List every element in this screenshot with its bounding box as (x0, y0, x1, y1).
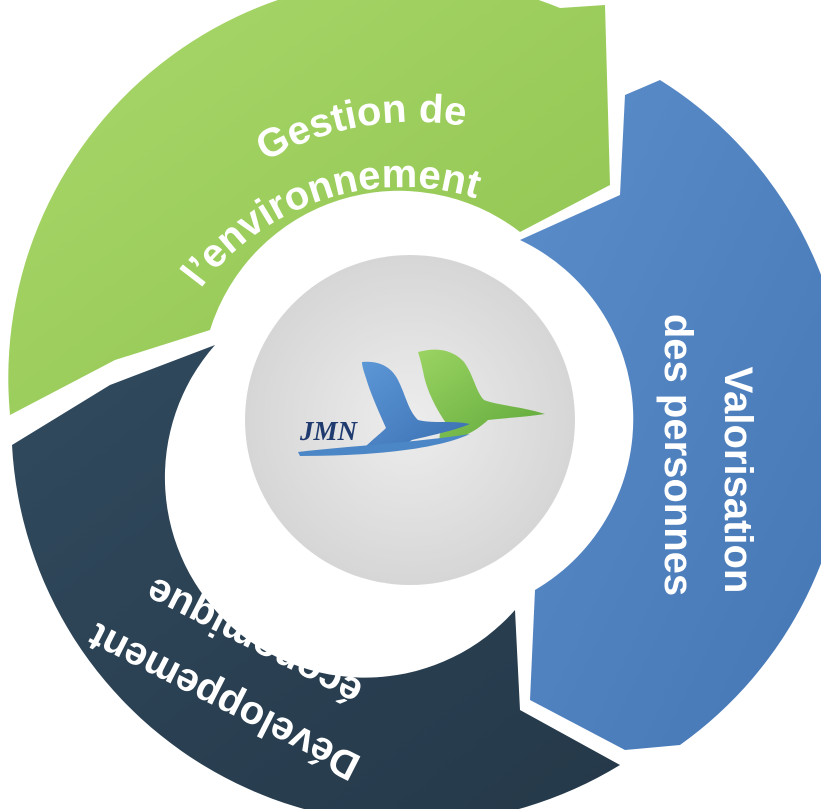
segment-economic-shape (12, 345, 620, 809)
segment-environment (8, 0, 610, 415)
segment-people-label-2: des personnes (656, 314, 700, 596)
segment-people (520, 80, 821, 750)
segment-economic (12, 345, 620, 809)
bird-back-icon (418, 349, 545, 440)
water-line (298, 434, 470, 456)
segment-people-label-1: Valorisation (716, 367, 760, 594)
logo-text: JMN (299, 416, 359, 446)
segment-people-shape (520, 80, 821, 750)
bird-front-icon (362, 361, 470, 449)
logo: JMN (298, 349, 545, 456)
segment-environment-shape (8, 0, 610, 415)
